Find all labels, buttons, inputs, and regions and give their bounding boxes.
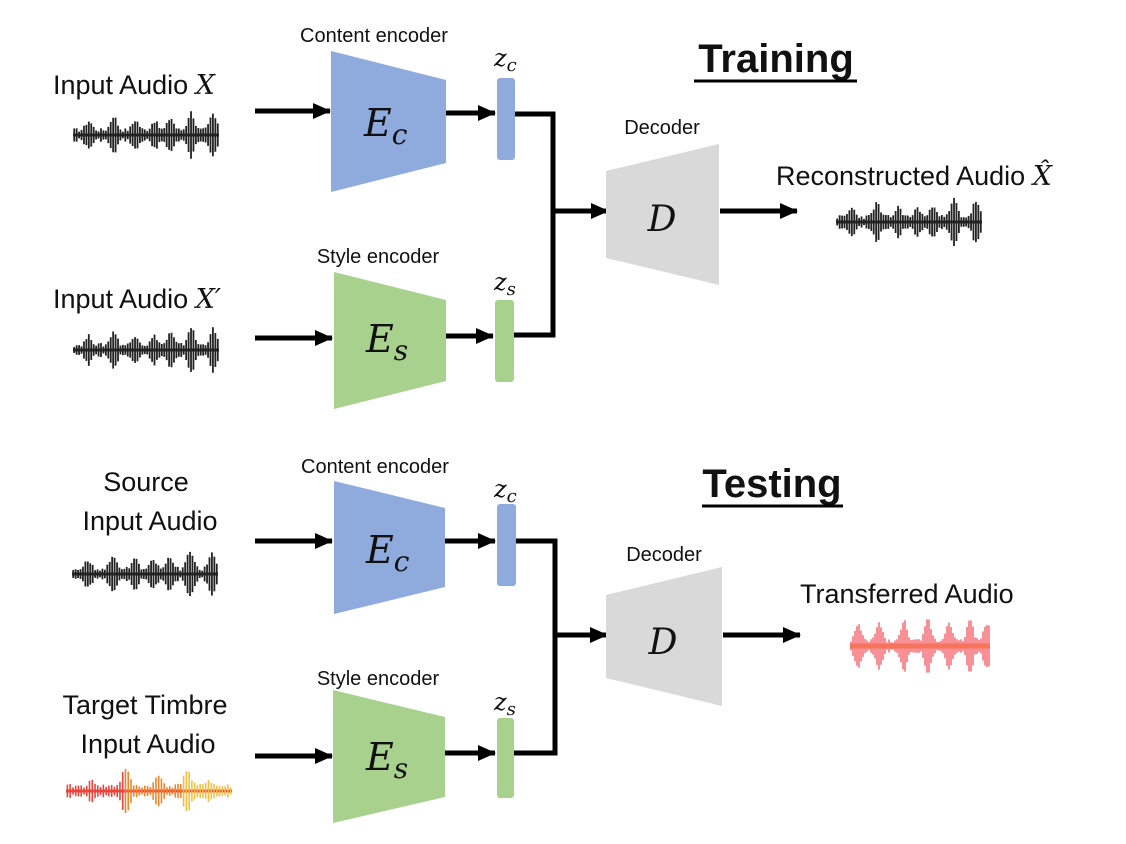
- training-title: Training: [698, 37, 854, 81]
- testing-style-encoder: [333, 690, 445, 823]
- testing-input1-label-line1: Source: [103, 467, 189, 497]
- training-content-encoder-symbol: Ec: [363, 101, 408, 151]
- training-style-encoder: [334, 272, 446, 409]
- training-style-encoder-label: Style encoder: [317, 246, 440, 268]
- testing-transferred-waveform-icon: [850, 619, 990, 673]
- training-style-encoder-symbol: Es: [365, 317, 408, 367]
- testing-merge-connector: [514, 538, 558, 756]
- training-zc-latent: [497, 78, 515, 160]
- testing-input1-waveform-icon: [72, 551, 218, 597]
- training-input2-waveform-icon: [73, 327, 219, 373]
- testing-title: Testing: [702, 462, 841, 506]
- testing-target-timbre-waveform-icon: [66, 768, 232, 814]
- testing-content-encoder-symbol: Ec: [365, 528, 410, 578]
- testing-zc-latent: [497, 504, 516, 586]
- testing-style-encoder-symbol: Es: [365, 735, 408, 785]
- testing-zs-latent: [497, 718, 514, 798]
- training-zs-label: zs: [493, 268, 516, 300]
- testing-decoder-label: Decoder: [626, 544, 702, 566]
- training-merge-connector: [514, 111, 556, 338]
- training-zc-label: zc: [493, 44, 517, 76]
- training-decoder: [606, 144, 719, 285]
- testing-output-label: Transferred Audio: [800, 579, 1014, 609]
- training-content-encoder: [331, 51, 446, 192]
- testing-content-encoder: [334, 481, 445, 614]
- testing-decoder-symbol: D: [648, 622, 678, 663]
- testing-style-encoder-label: Style encoder: [317, 668, 440, 690]
- training-output-label: Reconstructed Audio X̂: [776, 159, 1054, 192]
- testing-decoder: [606, 567, 722, 706]
- training-input1-waveform-icon: [73, 111, 219, 159]
- training-content-encoder-label: Content encoder: [300, 25, 448, 47]
- testing-input2-label-line2: Input Audio: [80, 729, 215, 759]
- training-input2-label: Input Audio X′: [53, 284, 221, 315]
- testing-section: Testing Source Input Audio Content encod…: [62, 456, 1014, 823]
- testing-input2-label-line1: Target Timbre: [62, 690, 227, 720]
- testing-input1-label-line2: Input Audio: [82, 506, 217, 536]
- testing-zs-label: zs: [493, 688, 516, 720]
- training-decoder-symbol: D: [647, 199, 677, 240]
- testing-zc-label: zc: [493, 475, 517, 507]
- testing-content-encoder-label: Content encoder: [301, 456, 449, 478]
- training-output-waveform-icon: [836, 198, 982, 246]
- training-section: Training Input Audio X Content encoder E…: [53, 25, 1054, 409]
- training-zs-latent: [495, 300, 514, 382]
- training-input1-label: Input Audio X: [53, 70, 217, 101]
- training-decoder-label: Decoder: [624, 117, 700, 139]
